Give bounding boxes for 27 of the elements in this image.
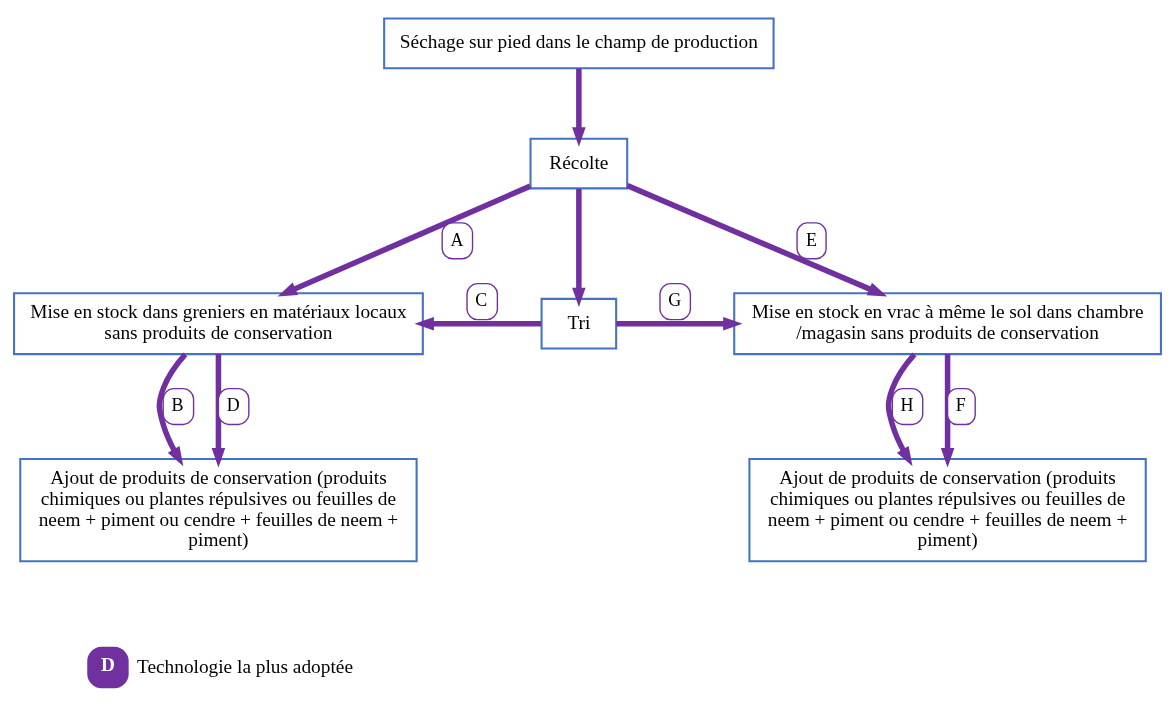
edge-label: C <box>475 289 488 310</box>
arrow <box>211 353 226 467</box>
node-box: Mise en stock en vrac à même le sol dans chambre /magasin sans produits de conservation <box>733 291 1162 355</box>
legend-label: Technologie la plus adoptée <box>136 655 353 677</box>
node-box: Tri <box>540 297 618 350</box>
arrow <box>626 182 888 296</box>
edge-label: A <box>450 229 464 250</box>
arrow <box>572 188 586 307</box>
arrow <box>940 353 955 467</box>
node-box: Ajout de produits de conservation (produits chimiques ou plantes répulsives ou feuilles de neem + piment ou cendre + feuilles de neem + piment) <box>748 457 1147 562</box>
arrow <box>414 316 542 330</box>
arrow <box>885 352 917 466</box>
label: D <box>101 653 116 675</box>
arrow <box>616 316 743 330</box>
arrow <box>156 352 188 466</box>
node-box: Séchage sur pied dans le champ de production <box>383 17 775 69</box>
edge-label: G <box>668 289 682 310</box>
edge-label: H <box>900 394 914 415</box>
node-box: Ajout de produits de conservation (produits chimiques ou plantes répulsives ou feuilles de neem + piment ou cendre + feuilles de neem + piment) <box>19 457 418 562</box>
arrow <box>572 68 586 147</box>
node-box: Mise en stock dans greniers en matériaux locaux sans produits de conservation <box>13 291 424 355</box>
edge-label: B <box>171 394 184 415</box>
node-box: Récolte <box>529 137 629 189</box>
edge-label: E <box>806 229 817 250</box>
edge-label: F <box>955 394 966 415</box>
arrow <box>277 183 532 296</box>
edge-label: D <box>226 394 240 415</box>
